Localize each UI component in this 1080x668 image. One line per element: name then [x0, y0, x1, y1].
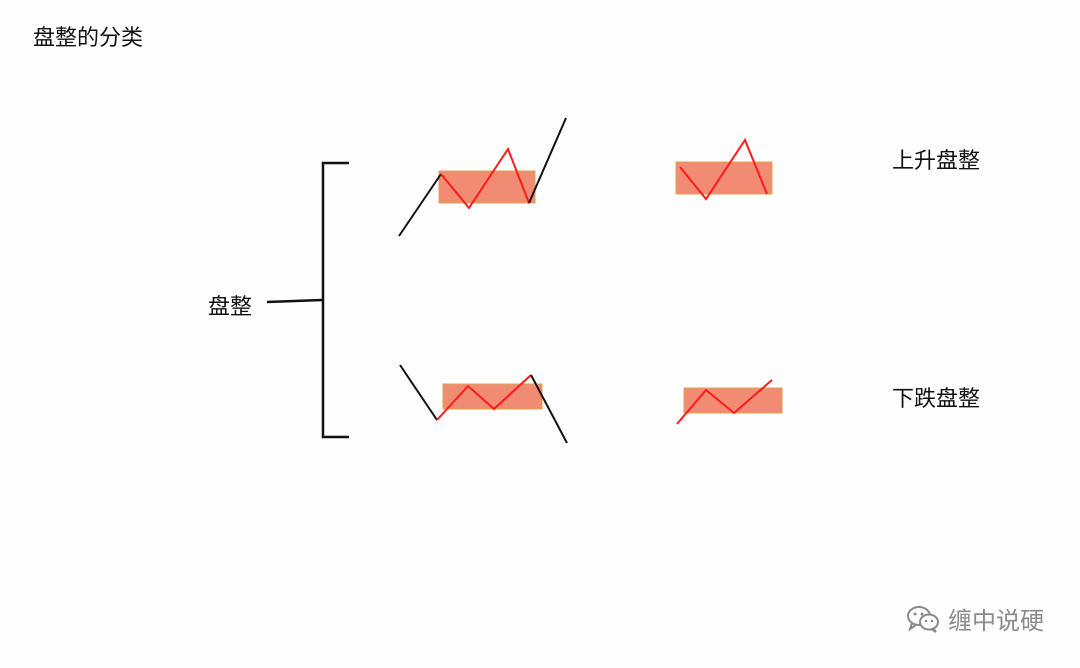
bracket: [321, 161, 349, 439]
rising-consolidation-with-trend: [398, 117, 567, 237]
rising-consolidation: [675, 137, 773, 201]
trend-out-line: [528, 117, 567, 204]
zigzag-line: [676, 379, 773, 425]
zigzag-line: [440, 146, 530, 210]
watermark: 缠中说硬: [906, 601, 1044, 636]
trend-out-line: [530, 374, 568, 444]
zigzag-line: [436, 374, 532, 421]
root-label: 盘整: [208, 295, 253, 320]
watermark-text: 缠中说硬: [948, 607, 1044, 635]
consolidation-box: [675, 161, 773, 195]
consolidation-box: [438, 170, 536, 204]
zigzag-line: [679, 137, 768, 201]
consolidation-box: [683, 387, 783, 414]
falling-consolidation-with-trend: [399, 364, 568, 444]
trend-in-line: [398, 173, 442, 237]
page-title: 盘整的分类: [33, 26, 144, 51]
root-connector-line: [266, 298, 323, 304]
trend-in-line: [399, 364, 438, 421]
wechat-icon: [906, 604, 940, 634]
rising-consolidation-label: 上升盘整: [892, 149, 981, 174]
falling-consolidation: [676, 379, 783, 425]
falling-consolidation-label: 下跌盘整: [892, 387, 981, 412]
